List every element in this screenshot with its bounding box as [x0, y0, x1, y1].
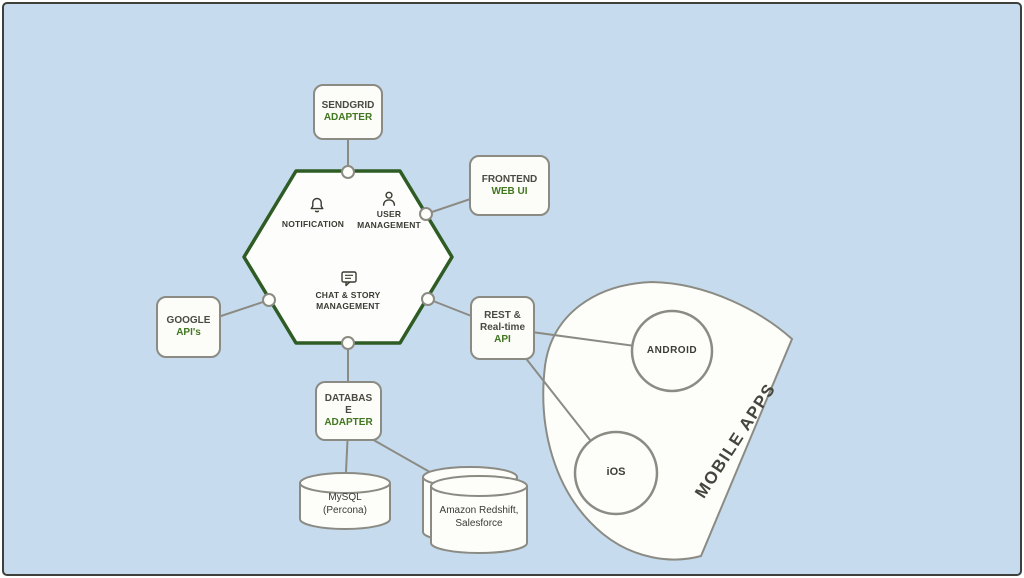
mysql-label: MySQL (Percona) — [300, 491, 390, 517]
node-rest-realtime-api: REST & Real-time API — [470, 296, 535, 360]
node-frontend-web-ui: FRONTEND WEB UI — [469, 155, 550, 216]
hexagon-shape — [242, 169, 454, 345]
rest-title2: Real-time — [479, 322, 525, 333]
dot-top — [341, 165, 355, 179]
notification-label: NOTIFICATION — [281, 219, 345, 229]
redshift-cylinder-front-body — [430, 486, 528, 554]
user-management-label: USER MANAGEMENT — [349, 209, 429, 230]
user-management-label-line1: USER — [376, 209, 402, 219]
frontend-subtitle: WEB UI — [491, 185, 528, 197]
rest-title: REST & — [484, 310, 521, 321]
connector-dots — [262, 165, 435, 350]
mysql-label-line2: (Percona) — [323, 505, 367, 516]
android-label: ANDROID — [646, 345, 698, 356]
dot-bottom — [341, 336, 355, 350]
ios-label: iOS — [606, 466, 626, 478]
user-management-label-line2: MANAGEMENT — [357, 219, 421, 230]
database-title2: E — [345, 405, 352, 416]
bell-icon — [308, 196, 326, 220]
google-title: GOOGLE — [166, 315, 211, 326]
dot-left — [262, 293, 276, 307]
google-subtitle: API's — [176, 327, 201, 338]
node-database-adapter: DATABAS E ADAPTER — [315, 381, 382, 441]
redshift-label: Amazon Redshift, Salesforce — [427, 504, 531, 530]
node-google-apis: GOOGLE API's — [156, 296, 221, 358]
database-title: DATABAS — [324, 393, 373, 404]
sendgrid-title: SENDGRID — [321, 100, 375, 111]
chat-story-management-label: CHAT & STORY MANAGEMENT — [308, 290, 388, 311]
person-icon — [380, 190, 398, 213]
chat-bubble-icon — [339, 269, 359, 293]
redshift-cylinder-front-top — [430, 475, 528, 497]
rest-subtitle: API — [494, 334, 511, 345]
frontend-title: FRONTEND — [481, 173, 538, 185]
mysql-cylinder-top — [299, 472, 391, 494]
dot-top-right — [419, 207, 433, 221]
mysql-label-line1: MySQL — [328, 492, 362, 503]
redshift-label-line1: Amazon Redshift, — [439, 505, 519, 516]
sendgrid-subtitle: ADAPTER — [323, 112, 373, 123]
redshift-label-line2: Salesforce — [455, 518, 503, 529]
node-sendgrid-adapter: SENDGRID ADAPTER — [313, 84, 383, 140]
android-circle — [630, 309, 714, 393]
database-subtitle: ADAPTER — [324, 417, 373, 428]
ios-circle — [573, 430, 659, 516]
chat-story-label-line2: MANAGEMENT — [316, 300, 380, 311]
chat-story-label-line1: CHAT & STORY — [315, 290, 381, 300]
dot-right — [421, 292, 435, 306]
mysql-cylinder-body — [299, 483, 391, 530]
